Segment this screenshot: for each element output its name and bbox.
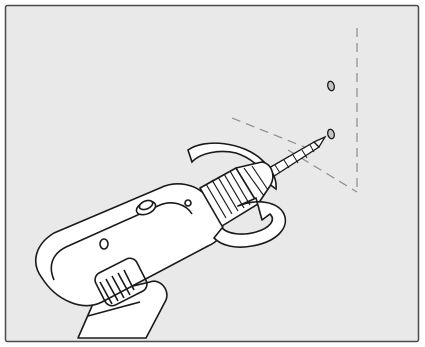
drill-illustration bbox=[0, 0, 425, 347]
